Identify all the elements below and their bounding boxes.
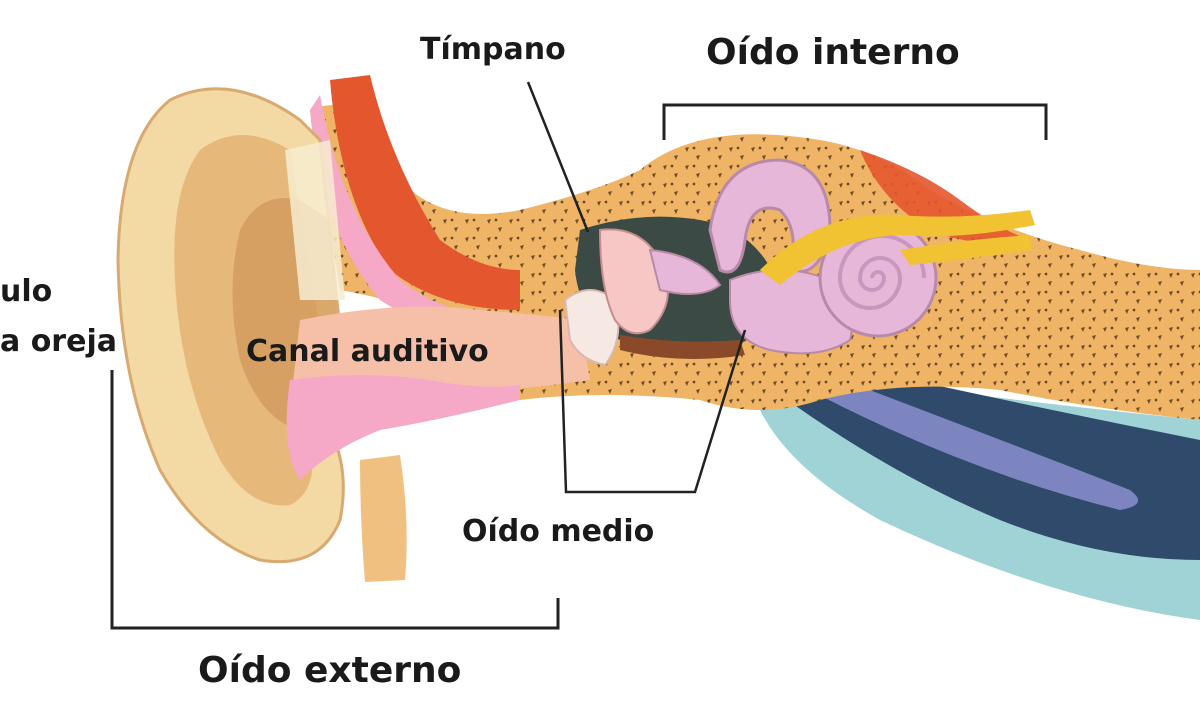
label-pabellon-line1: ulo xyxy=(0,274,53,309)
middle-ear-floor xyxy=(620,335,745,359)
label-oido-externo: Oído externo xyxy=(198,650,462,691)
oido-externo-bracket xyxy=(110,370,560,630)
ear-canal-pink xyxy=(286,375,520,480)
cartilage-spots xyxy=(285,140,345,300)
timpano-pointer-line xyxy=(526,81,590,233)
ear-lobe-stalk xyxy=(360,455,407,582)
label-canal-auditivo: Canal auditivo xyxy=(246,334,489,369)
eustachian-tube-highlight xyxy=(790,360,1138,510)
skin-tissue-red xyxy=(330,75,520,310)
skin-tissue-pink xyxy=(310,95,530,340)
oido-interno-bracket xyxy=(662,103,1048,140)
eardrum xyxy=(563,289,620,367)
auditory-nerve-branch xyxy=(900,235,1032,265)
label-pabellon-line2: a oreja xyxy=(0,324,117,359)
ossicle-incus xyxy=(648,248,722,295)
auditory-nerve xyxy=(760,210,1035,285)
label-timpano: Tímpano xyxy=(420,32,566,67)
oido-medio-bracket xyxy=(558,309,747,494)
label-oido-interno: Oído interno xyxy=(706,32,960,73)
label-oido-medio: Oído medio xyxy=(462,514,655,549)
